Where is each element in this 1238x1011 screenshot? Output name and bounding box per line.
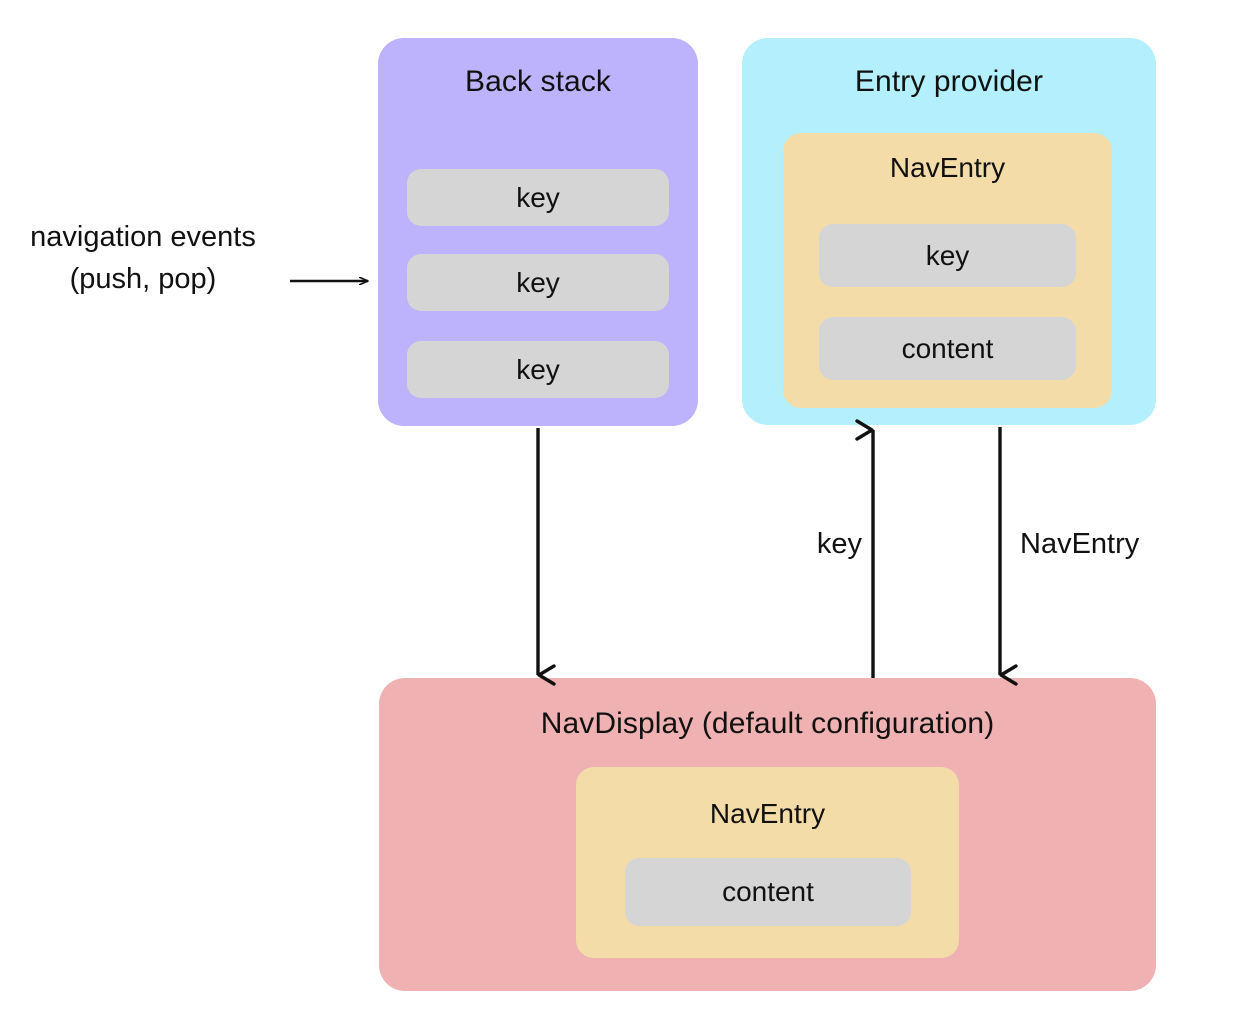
navigation-events-caption-line-2: (push, pop) [69,263,217,295]
edge-label-key: key [816,528,862,560]
back-stack-key-item: key [407,341,669,398]
nav-display-title: NavDisplay (default configuration) [540,707,995,740]
entry-provider-nav-entry-title: NavEntry [889,152,1006,183]
back-stack-key-item: key [407,169,669,226]
entry-provider-title: Entry provider [854,65,1044,98]
nav-display-content-item: content [625,858,911,926]
navigation-events-caption: navigation events (push, pop) [8,216,278,300]
nav-display-nav-entry-title: NavEntry [709,798,826,829]
entry-provider-key-item: key [819,224,1076,287]
navigation-events-caption-line-1: navigation events [30,221,256,253]
edge-label-naventry: NavEntry [1020,528,1140,560]
entry-provider-content-item: content [819,317,1076,380]
back-stack-title: Back stack [464,65,612,98]
back-stack-key-item: key [407,254,669,311]
